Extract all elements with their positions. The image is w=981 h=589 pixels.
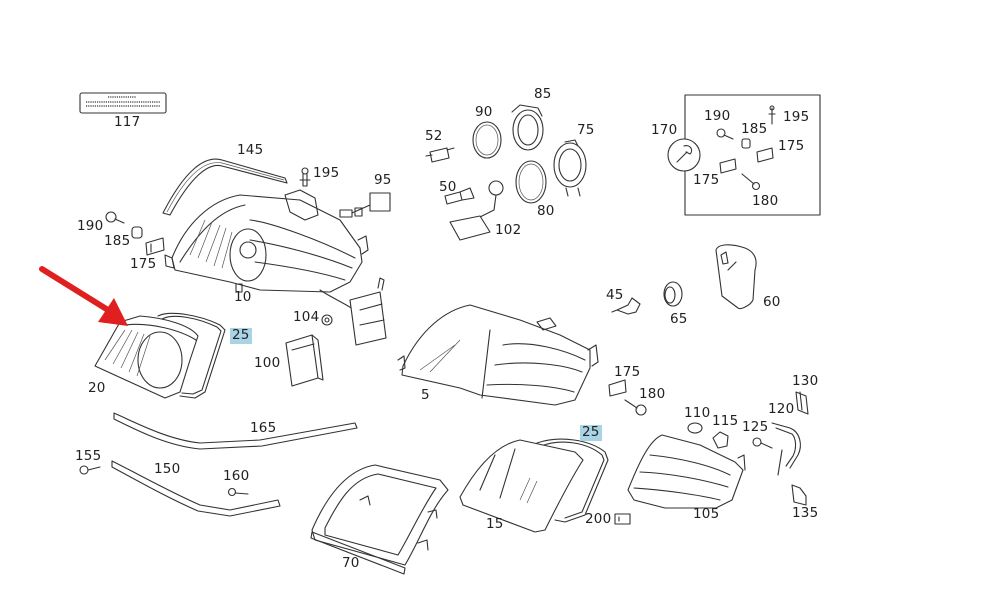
control-unit-100 [285, 334, 324, 387]
screw-190 [105, 211, 125, 224]
part-label-75: 75 [577, 122, 595, 138]
indicator-105 [627, 434, 746, 509]
socket-65 [663, 281, 683, 307]
cap-85 [511, 104, 544, 151]
part-label-60: 60 [763, 294, 781, 310]
housing-5 [397, 304, 599, 406]
socket-115 [712, 431, 729, 449]
callout-arrow [39, 266, 128, 326]
part-label-50: 50 [439, 179, 457, 195]
part-label-105: 105 [693, 506, 720, 522]
part-label-185: 185 [104, 233, 131, 249]
part-label-90: 90 [475, 104, 493, 120]
connector-95 [339, 192, 391, 218]
nut-185 [131, 226, 143, 239]
part-label-25-highlighted: 25 [230, 327, 252, 344]
part-label-70: 70 [342, 555, 360, 571]
part-label-180-mid: 180 [639, 386, 666, 402]
part-label-20: 20 [88, 380, 106, 396]
part-label-195-kit: 195 [783, 109, 810, 125]
part-label-102: 102 [495, 222, 522, 238]
part-label-85: 85 [534, 86, 552, 102]
clip-200 [614, 513, 631, 525]
clip-175 [145, 237, 165, 256]
seal-25-right [536, 438, 609, 523]
part-label-165: 165 [250, 420, 277, 436]
part-label-200: 200 [585, 511, 612, 527]
part-label-110: 110 [684, 405, 711, 421]
bracket-130 [795, 391, 809, 415]
part-label-175-kit-right: 175 [778, 138, 805, 154]
part-label-185-kit: 185 [741, 121, 768, 137]
part-label-195: 195 [313, 165, 340, 181]
label-sticker-117 [79, 92, 167, 114]
trim-strip-145 [162, 158, 288, 216]
seal-25-left [157, 312, 226, 399]
part-label-155: 155 [75, 448, 102, 464]
igniter-102 [449, 180, 504, 241]
headlamp-housing-10 [164, 189, 369, 293]
part-label-175-mid: 175 [614, 364, 641, 380]
part-label-145: 145 [237, 142, 264, 158]
lens-15 [459, 439, 584, 533]
frame-70 [310, 464, 449, 575]
trim-strip-150 [111, 460, 281, 517]
part-label-190: 190 [77, 218, 104, 234]
bulb-harness-120 [771, 422, 801, 476]
bulb-110 [687, 422, 703, 434]
part-label-10: 10 [234, 289, 252, 305]
part-label-130: 130 [792, 373, 819, 389]
bulb-45 [611, 297, 641, 315]
part-label-135: 135 [792, 505, 819, 521]
part-label-100: 100 [254, 355, 281, 371]
screw-155 [79, 465, 101, 475]
part-label-117: 117 [114, 114, 141, 130]
lens-20 [94, 315, 199, 399]
part-label-175-kit-left: 175 [693, 172, 720, 188]
grommet-104 [321, 314, 333, 326]
clip-175-mid [608, 379, 627, 397]
part-label-25-highlighted-right: 25 [580, 424, 602, 441]
clip-195 [299, 167, 311, 187]
screw-160 [227, 487, 249, 497]
part-label-115: 115 [712, 413, 739, 429]
part-label-15: 15 [486, 516, 504, 532]
part-label-95: 95 [374, 172, 392, 188]
cover-60 [715, 244, 757, 310]
trim-strip-165 [113, 412, 358, 450]
part-label-180-kit: 180 [752, 193, 779, 209]
part-label-65: 65 [670, 311, 688, 327]
part-label-120: 120 [768, 401, 795, 417]
bulb-50 [444, 187, 475, 205]
part-label-104: 104 [293, 309, 320, 325]
cap-75 [553, 139, 587, 197]
ballast-module [319, 277, 387, 346]
bracket-135 [791, 484, 807, 506]
part-label-150: 150 [154, 461, 181, 477]
part-label-80: 80 [537, 203, 555, 219]
part-label-5: 5 [421, 387, 430, 403]
part-label-170: 170 [651, 122, 678, 138]
bulb-52 [425, 147, 455, 163]
part-label-190-kit: 190 [704, 108, 731, 124]
part-label-160: 160 [223, 468, 250, 484]
seal-ring-90 [472, 121, 502, 159]
seal-ring-80 [515, 160, 547, 204]
part-label-52: 52 [425, 128, 443, 144]
part-label-45: 45 [606, 287, 624, 303]
screw-180-mid [624, 399, 647, 416]
part-label-175: 175 [130, 256, 157, 272]
part-label-125: 125 [742, 419, 769, 435]
hardware-kit-box [667, 94, 821, 216]
screw-125 [752, 437, 773, 449]
